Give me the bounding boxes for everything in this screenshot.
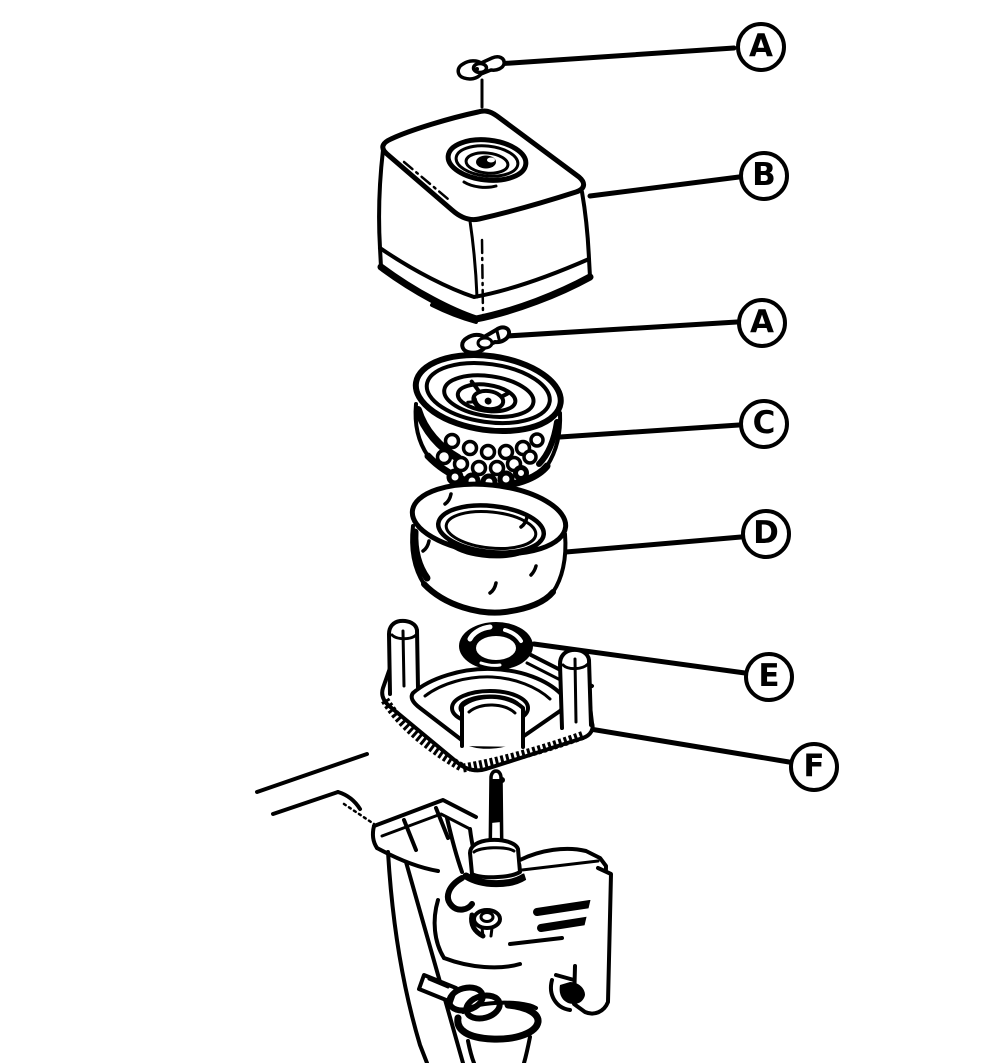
throttle-linkage — [417, 973, 503, 1022]
carburetor-engine-assembly — [255, 752, 613, 1063]
base-corner-post-left — [387, 618, 420, 696]
cover-recess-inner-ring — [454, 144, 520, 178]
mounting-plate — [549, 866, 613, 1016]
carb-neck-curve — [444, 875, 475, 913]
air-cleaner-base — [380, 618, 595, 783]
float-bowl — [454, 1000, 542, 1063]
leader-line-a-top — [493, 45, 737, 67]
grommet-seal — [459, 622, 533, 670]
leader-line-c — [557, 422, 742, 440]
cover-bottom-rim — [377, 263, 594, 323]
callout-label: E — [758, 657, 780, 694]
cover-band-top — [378, 246, 591, 299]
foam-inner-wall — [447, 539, 542, 559]
engine-block-edges — [386, 850, 465, 1063]
cover-right-edge — [580, 190, 591, 261]
carb-slot-2 — [537, 916, 596, 932]
blower-housing-edges — [255, 752, 376, 826]
leader-line-d — [563, 534, 744, 555]
base-hatched-edge — [381, 697, 586, 773]
callout-a-middle: A — [737, 298, 787, 348]
callout-label: C — [752, 404, 776, 441]
cover-recess-outer-ring — [445, 137, 529, 183]
carb-top-collar — [468, 837, 522, 880]
callout-f: F — [789, 742, 839, 792]
foam-right-edge — [551, 532, 568, 594]
foam-bottom — [421, 581, 556, 616]
callout-b: B — [739, 151, 789, 201]
leader-line-f — [575, 724, 792, 765]
callout-c: C — [739, 399, 789, 449]
foam-opening-inner — [444, 509, 538, 551]
filter-mesh-holes — [435, 432, 545, 491]
callout-d: D — [741, 509, 791, 559]
leader-line-b — [587, 174, 742, 199]
filter-band-right-edge — [545, 411, 563, 468]
foam-precleaner — [409, 481, 569, 616]
cover-recess-floor — [464, 151, 510, 175]
foam-opening-outer — [435, 503, 547, 555]
cover-left-edge — [377, 148, 385, 250]
callout-label: F — [803, 747, 825, 784]
grommet-hole — [476, 636, 516, 660]
air-cleaner-cover — [377, 108, 594, 324]
filter-top-depression — [442, 373, 536, 419]
base-corner-post-right — [558, 647, 593, 730]
filter-top-rim-inner — [424, 361, 552, 426]
cover-top-crease — [402, 160, 450, 201]
callout-e: E — [744, 652, 794, 702]
cover-centerline — [480, 238, 485, 317]
carb-slot-1 — [533, 900, 594, 916]
wing-nut-icon-top — [456, 55, 506, 159]
callout-label: A — [750, 303, 774, 340]
callout-label: A — [749, 27, 773, 64]
foam-texture-marks — [421, 492, 538, 595]
leader-line-a-middle — [504, 319, 740, 339]
callout-label: D — [753, 514, 779, 551]
plate-notch — [559, 982, 585, 1004]
callout-a-top: A — [736, 22, 786, 72]
paper-filter-element — [412, 351, 564, 491]
callout-label: B — [752, 156, 776, 193]
cover-front-crease — [468, 219, 479, 299]
